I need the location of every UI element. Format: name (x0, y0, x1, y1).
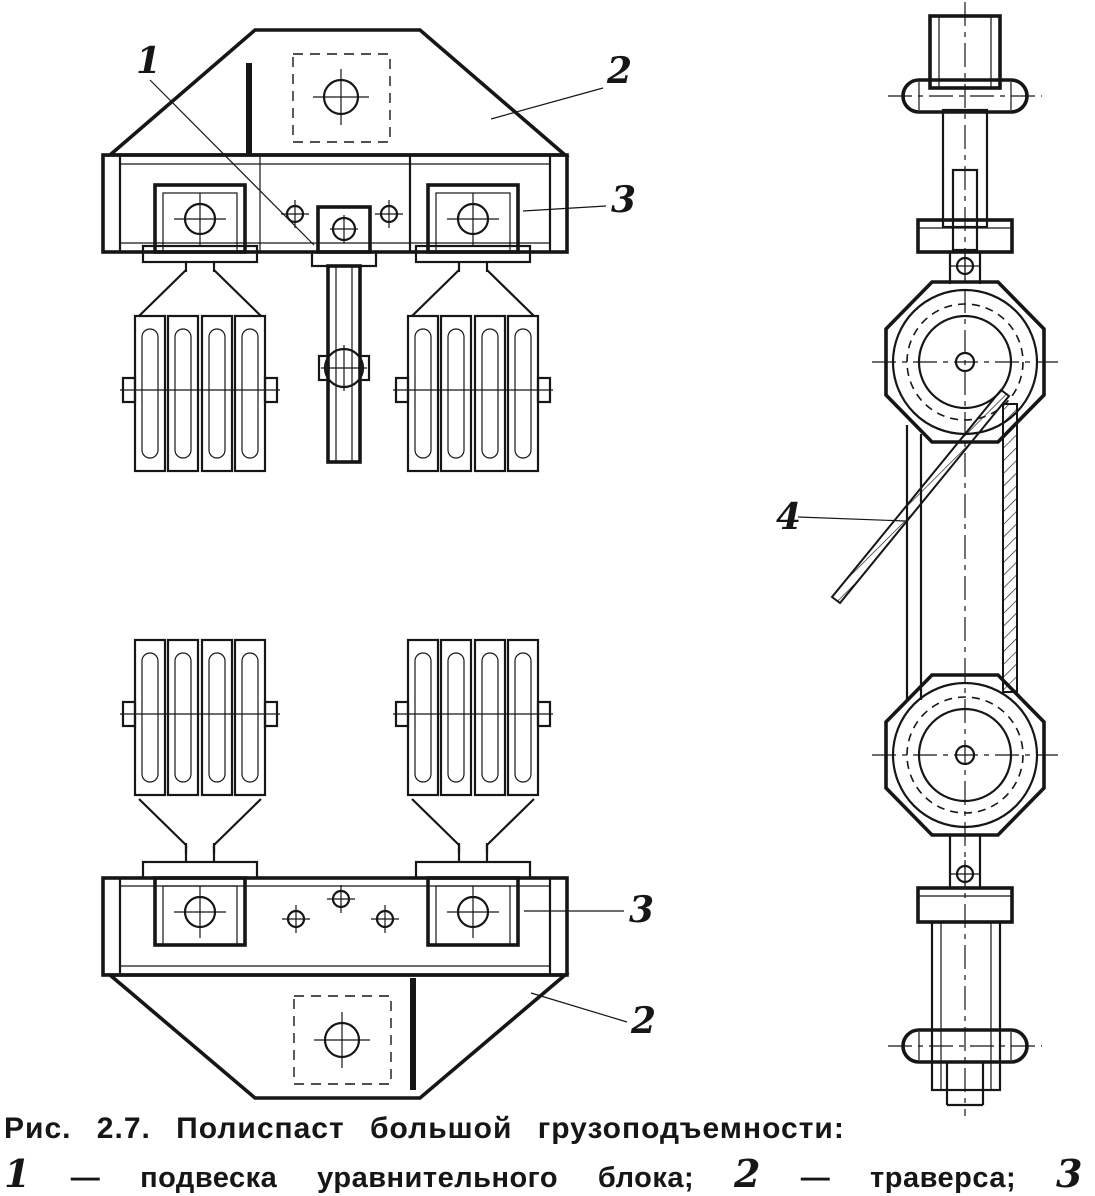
left-pin-bracket (153, 876, 247, 947)
traverse-beam-inner-lines (120, 156, 550, 251)
legend-number: 1 (4, 1151, 31, 1196)
traverse-bolt-left (280, 903, 312, 935)
rope-pitch-circle (906, 696, 1024, 814)
left-plate (141, 244, 259, 264)
left-plate (141, 860, 259, 880)
leader-line-2-top (490, 87, 604, 120)
left-sheave-stack (118, 638, 282, 797)
octagonal-cheek-plate (884, 673, 1046, 837)
center-hole-crosshair (314, 1012, 370, 1068)
lower-clamp (888, 835, 1042, 1107)
left-sheave-stack (118, 314, 282, 473)
traverse-bolt-right (369, 903, 401, 935)
callout-2-top: 2 (606, 50, 632, 92)
right-sheave-stack (391, 638, 555, 797)
right-plate (414, 860, 532, 880)
leader-line-2-bottom (530, 992, 628, 1023)
hook-opening-hidden-outline (293, 995, 392, 1085)
figure-caption: Рис. 2.7. Полиспаст большой грузоподъемн… (0, 1112, 1095, 1195)
legend-word: блока; (597, 1162, 695, 1194)
callout-4: 4 (776, 496, 801, 538)
legend-dash: — (70, 1162, 101, 1194)
left-yoke (137, 797, 263, 855)
callout-1: 1 (136, 40, 161, 82)
legend-word: траверса; (870, 1162, 1017, 1194)
legend-word: уравнительного (317, 1162, 559, 1194)
traverse-beam-inner-lines (120, 885, 550, 967)
legend-word: подвеска (140, 1162, 278, 1194)
upper-shackle-inner (951, 168, 979, 252)
octagonal-cheek-plate (884, 280, 1046, 444)
traverse-beam (101, 153, 569, 254)
traverse-beam-walls (118, 155, 552, 252)
traverse-top-plate (105, 28, 570, 157)
right-sheave-stack (391, 314, 555, 473)
equalizer-block-suspension (310, 205, 378, 464)
traverse-bolt-left (279, 198, 311, 230)
side-elevation-view: 4 (776, 2, 1058, 1116)
lower-stub (945, 1062, 985, 1107)
rope-fall-right (1002, 403, 1018, 693)
lower-shackle (930, 920, 1002, 1092)
legend-number: 3 (1055, 1151, 1083, 1196)
lower-sheave-housing (872, 673, 1058, 837)
left-yoke (137, 260, 263, 318)
rope-to-drum (830, 388, 1011, 605)
center-hole-crosshair (313, 69, 369, 125)
equalizer-plate (310, 250, 378, 268)
upper-clamp (888, 14, 1042, 284)
upper-link (948, 252, 982, 284)
top-plan-view: 1 2 3 (101, 28, 636, 473)
lower-link-pin (949, 858, 981, 890)
caption-legend: 1 — подвеска уравнительного блока; 2 — т… (0, 1155, 1095, 1195)
traverse-bolt-center (325, 883, 357, 915)
axle-tab-left (317, 354, 330, 382)
hook-opening-hidden-outline (292, 53, 391, 143)
legend-number: 2 (733, 1151, 761, 1196)
caption-title: Рис. 2.7. Полиспаст большой грузоподъемн… (4, 1112, 845, 1145)
bottom-plan-view: 3 2 (101, 638, 656, 1100)
callout-2-bottom: 2 (630, 1000, 656, 1042)
legend-dash: — (800, 1162, 831, 1194)
right-yoke (410, 260, 536, 318)
lower-link (948, 835, 982, 888)
right-pin-bracket (426, 183, 520, 254)
left-pin-bracket (153, 183, 247, 254)
leader-line-1 (149, 79, 315, 246)
leader-line-4 (797, 516, 906, 522)
left-side-strap (905, 425, 923, 700)
traverse-bolt-right (373, 198, 405, 230)
upper-shackle (941, 108, 989, 229)
rope-pitch-circle (906, 303, 1024, 421)
axle-tab-right (358, 354, 371, 382)
figure-drawing: 1 2 3 3 2 (101, 2, 1058, 1116)
right-yoke (410, 797, 536, 855)
upper-link-pin (949, 250, 981, 282)
right-plate (414, 244, 532, 264)
right-pin-bracket (426, 876, 520, 947)
leader-line-3-top (522, 205, 607, 212)
callout-3-top: 3 (611, 179, 636, 221)
callout-3-bottom: 3 (629, 889, 654, 931)
yoke-necks (184, 845, 489, 862)
traverse-bottom-plate (105, 973, 570, 1100)
traverse-beam-walls (118, 878, 552, 975)
